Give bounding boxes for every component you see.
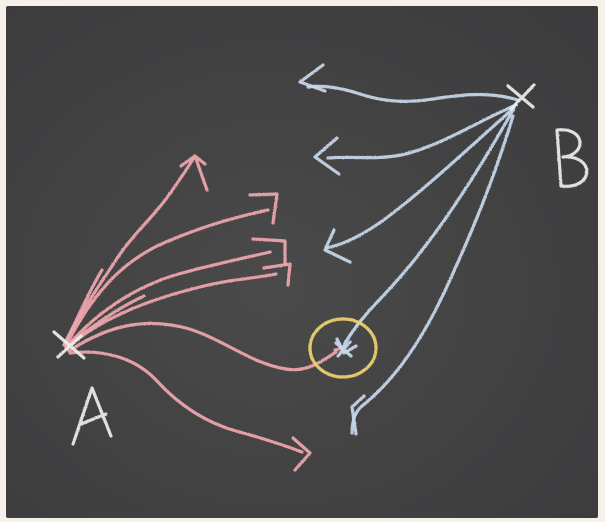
blue-arrow-4-end — [335, 337, 358, 355]
blue-arrow-1-head — [298, 63, 327, 93]
letter-a-shape — [71, 386, 113, 446]
target-point-cross — [334, 340, 353, 358]
pink-arrow-6 — [68, 350, 304, 454]
pink-arrow-6-head — [291, 436, 312, 472]
pink-arrow-5 — [67, 321, 338, 372]
pink-arrow-3 — [64, 250, 272, 350]
pink-arrow-2 — [64, 208, 270, 348]
point-a-cross — [52, 330, 86, 360]
blue-arrow-3 — [325, 106, 516, 250]
letter-labels — [71, 128, 589, 446]
pink-arrow-2-head — [248, 192, 279, 225]
highlight-circle — [308, 317, 378, 379]
blue-arrow-5 — [350, 114, 515, 435]
letter-b-shape — [555, 128, 589, 188]
arrows-from-a — [62, 154, 341, 472]
point-b-cross — [506, 83, 536, 111]
blue-arrow-2 — [326, 103, 518, 160]
pink-arrow-4 — [65, 272, 278, 350]
blue-arrow-1 — [306, 84, 520, 103]
chalk-drawing — [52, 63, 589, 472]
pink-arrow-3-head — [251, 237, 287, 266]
pink-arrow-1 — [62, 157, 195, 347]
highlight-circle-group — [308, 317, 378, 379]
blue-arrow-3-head — [323, 228, 352, 264]
pink-arrow-1-head — [179, 154, 209, 192]
chalkboard: A B — [6, 6, 598, 518]
blue-arrow-5-head — [350, 394, 366, 436]
pink-arrow-4-head — [262, 262, 292, 287]
point-markers — [52, 83, 536, 360]
arrows-from-b — [298, 63, 520, 436]
blue-arrow-4 — [340, 108, 515, 351]
pink-arrow-5-end — [333, 347, 341, 352]
blue-arrow-2-head — [313, 136, 341, 176]
